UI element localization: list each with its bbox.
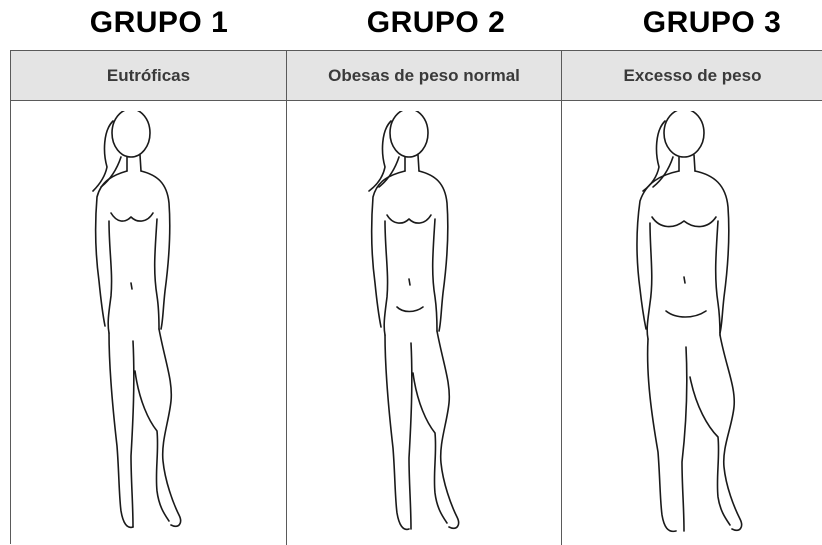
group-2-column: Obesas de peso normal <box>287 51 562 545</box>
group-3-title: GRUPO 3 <box>643 6 782 40</box>
group-1-column: Eutróficas <box>11 51 287 545</box>
group-2-title: GRUPO 2 <box>367 6 506 40</box>
group-3-figure <box>562 111 822 541</box>
group-1-header: Eutróficas <box>11 51 286 101</box>
normal-weight-obese-woman-outline-icon <box>335 111 495 541</box>
group-1-figure <box>11 111 286 541</box>
group-2-figure <box>287 111 561 541</box>
group-1-title: GRUPO 1 <box>90 6 229 40</box>
overweight-woman-outline-icon <box>606 111 766 541</box>
slim-woman-outline-icon <box>61 111 221 541</box>
body-type-table: Eutróficas <box>10 50 822 544</box>
group-3-column: Excesso de peso <box>562 51 822 545</box>
group-2-header: Obesas de peso normal <box>287 51 561 101</box>
group-titles: GRUPO 1 GRUPO 2 GRUPO 3 <box>0 6 822 46</box>
group-3-header: Excesso de peso <box>562 51 822 101</box>
